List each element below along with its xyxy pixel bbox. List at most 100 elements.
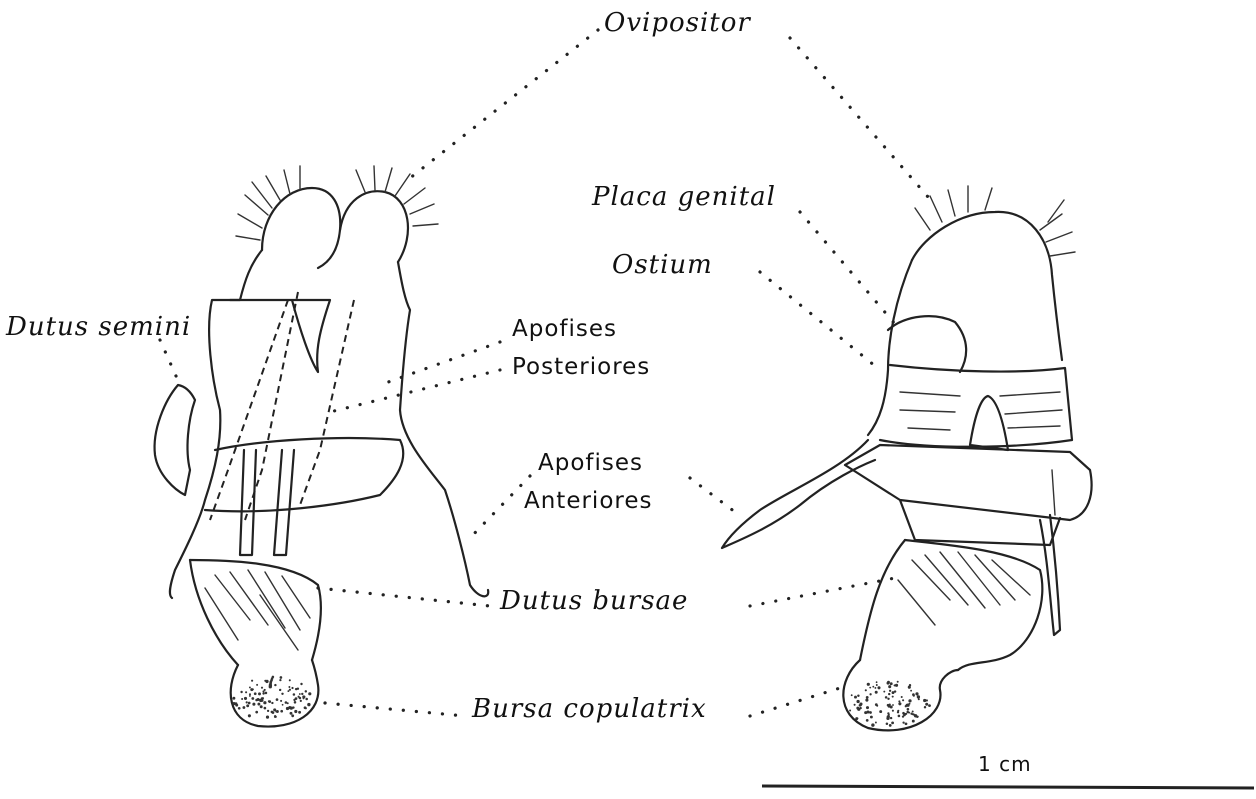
stipple-dot xyxy=(915,692,918,695)
right-body-left-side xyxy=(868,260,912,435)
stipple-dot xyxy=(300,700,302,702)
stipple-dot xyxy=(877,686,880,689)
stipple-dot xyxy=(890,682,893,685)
stipple-dot xyxy=(291,687,293,689)
stipple-dot xyxy=(246,701,248,703)
stipple-dot xyxy=(298,711,301,714)
stipple-dot xyxy=(238,707,241,710)
stipple-dot xyxy=(258,692,261,695)
left-apophysis-anterior-2 xyxy=(274,450,294,555)
stipple-dot xyxy=(268,700,270,702)
leader-apofises-anteriores-right xyxy=(690,478,735,512)
stipple-dot xyxy=(272,676,275,679)
stipple-dot xyxy=(876,705,878,707)
stipple-dot xyxy=(307,703,310,706)
stipple-dot xyxy=(286,707,289,710)
stipple-dot xyxy=(242,706,245,709)
right-segment-divider xyxy=(1052,470,1055,515)
stipple-dot xyxy=(876,681,878,683)
stipple-dot xyxy=(289,689,291,691)
label-bursa-copulatrix: Bursa copulatrix xyxy=(472,694,707,724)
stipple-dot xyxy=(264,689,266,691)
left-apophysis-anterior-1 xyxy=(240,450,256,555)
stipple-dot xyxy=(299,693,301,695)
stipple-dot xyxy=(308,692,311,695)
left-bursa-stipple xyxy=(232,676,311,719)
stipple-dot xyxy=(885,696,888,699)
stipple-dot xyxy=(905,722,908,725)
label-dutus-bursae: Dutus bursae xyxy=(500,586,688,616)
stipple-dot xyxy=(269,681,272,684)
stipple-dot xyxy=(876,684,878,686)
stipple-dot xyxy=(907,708,910,711)
stipple-dot xyxy=(874,687,876,689)
stipple-dot xyxy=(289,679,291,681)
stipple-dot xyxy=(248,702,251,705)
stipple-dot xyxy=(898,702,901,705)
stipple-dot xyxy=(279,679,281,681)
stipple-dot xyxy=(262,692,264,694)
stipple-dot xyxy=(290,712,293,715)
stipple-dot xyxy=(288,686,290,688)
right-ostium xyxy=(970,396,1008,450)
stipple-dot xyxy=(906,704,909,707)
right-ovipositor xyxy=(912,212,1062,360)
stipple-dot xyxy=(867,683,870,686)
leader-ovipositor-left xyxy=(405,30,598,182)
stipple-dot xyxy=(892,710,894,712)
stipple-dot xyxy=(888,714,890,716)
left-genital-plate-right xyxy=(398,262,488,596)
stipple-dot xyxy=(849,710,851,712)
stipple-dot xyxy=(887,698,889,700)
stipple-dot xyxy=(249,686,251,688)
stipple-dot xyxy=(866,706,869,709)
stipple-dot xyxy=(854,696,857,699)
left-dutus-semini-sac xyxy=(155,385,195,495)
stipple-dot xyxy=(895,684,898,687)
left-dutus-bursae-striations xyxy=(205,570,310,650)
label-apofises-anteriores-line1: Apofises xyxy=(538,450,643,476)
stipple-dot xyxy=(889,690,891,692)
left-inner-fold xyxy=(230,300,330,372)
right-dutus-bursae-striations xyxy=(898,552,1030,625)
stipple-dot xyxy=(898,700,900,702)
label-apofises-posteriores-line2: Posteriores xyxy=(512,354,650,380)
right-ostium-band xyxy=(880,365,1072,447)
stipple-dot xyxy=(299,697,302,700)
stipple-dot xyxy=(924,706,926,708)
stipple-dot xyxy=(293,693,296,696)
stipple-dot xyxy=(856,700,859,703)
stipple-dot xyxy=(851,694,853,696)
stipple-dot xyxy=(869,693,871,695)
stipple-dot xyxy=(901,696,903,698)
stipple-dot xyxy=(271,711,274,714)
stipple-dot xyxy=(865,699,868,702)
label-ostium: Ostium xyxy=(612,250,713,280)
stipple-dot xyxy=(282,704,284,706)
stipple-dot xyxy=(859,702,862,705)
stipple-dot xyxy=(865,689,867,691)
stipple-dot xyxy=(887,681,890,684)
stipple-dot xyxy=(276,698,279,701)
stipple-dot xyxy=(886,717,889,720)
stipple-dot xyxy=(902,721,904,723)
stipple-dot xyxy=(912,713,914,715)
stipple-dot xyxy=(928,704,931,707)
stipple-dot xyxy=(898,715,901,718)
stipple-dot xyxy=(297,687,299,689)
label-ovipositor: Ovipositor xyxy=(604,8,751,38)
stipple-dot xyxy=(295,697,298,700)
stipple-dot xyxy=(294,710,297,713)
stipple-dot xyxy=(300,683,302,685)
stipple-dot xyxy=(889,724,892,727)
stipple-dot xyxy=(892,691,895,694)
stipple-dot xyxy=(883,691,885,693)
stipple-dot xyxy=(254,692,257,695)
stipple-dot xyxy=(908,686,911,689)
stipple-dot xyxy=(857,695,859,697)
scale-bar xyxy=(762,786,1254,788)
stipple-dot xyxy=(875,722,877,724)
stipple-dot xyxy=(274,684,276,686)
stipple-dot xyxy=(261,687,263,689)
right-dutus-bursae xyxy=(905,540,1042,670)
